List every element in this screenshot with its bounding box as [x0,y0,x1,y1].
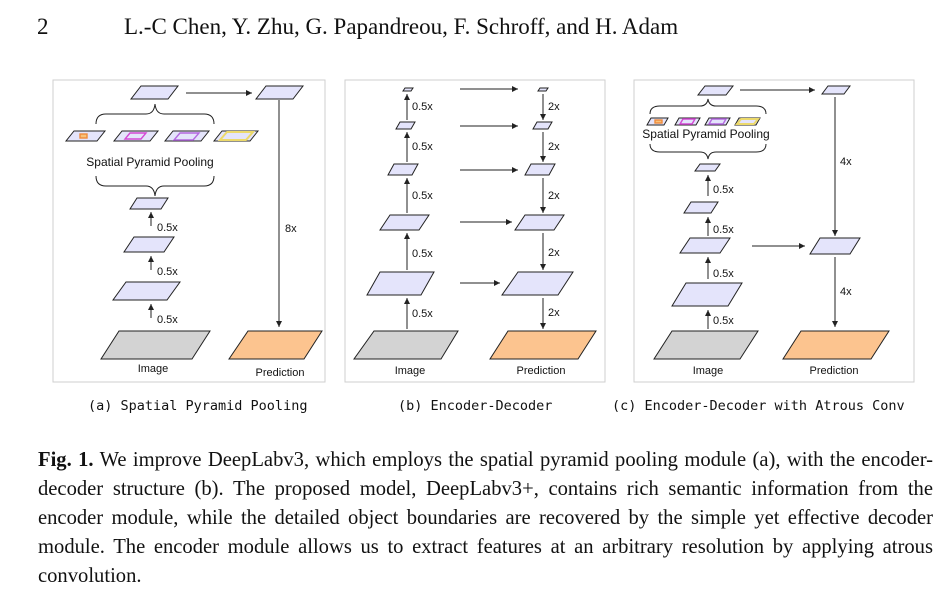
panel-c-feature-2 [683,201,719,214]
panel-c-upper-feature [821,85,851,95]
panel-a-feature-2 [123,236,175,253]
panel-a-pool-inner-1 [79,133,88,139]
panel-c-scale-1: 0.5x [713,184,734,196]
panel-b-down-scale-3: 0.5x [412,190,433,202]
panel-b-decoder-1 [537,87,549,92]
subcaption-a: (a) Spatial Pyramid Pooling [88,398,308,414]
subcaption-c: (c) Encoder-Decoder with Atrous Conv [612,398,905,414]
panel-a-prediction [228,330,323,360]
panel-c-spp-label: Spatial Pyramid Pooling [642,127,769,141]
panel-a-image-label: Image [138,363,169,375]
panel-c-image-label: Image [693,365,724,377]
panel-c-bottom-brace [649,143,767,160]
panel-c-prediction-label: Prediction [810,365,859,377]
panel-c-decoder-feature [809,237,861,255]
panel-a-prediction-label: Prediction [256,367,305,379]
panel-b-prediction [489,330,597,360]
figure-caption-text: We improve DeepLabv3, which employs the … [38,449,933,587]
panel-b-encoder-4 [379,214,430,231]
panel-a-upper-feature [254,85,305,100]
panel-c-upsample-label-2: 4x [840,286,852,298]
panel-a-scale-1: 0.5x [157,222,178,234]
panel-a-upsample-label: 8x [285,223,297,235]
panel-c-pool-inner-1 [654,119,663,124]
panel-c-feature-1 [694,163,721,172]
figure-caption: Fig. 1. We improve DeepLabv3, which empl… [38,446,933,591]
running-header-authors: L.-C Chen, Y. Zhu, G. Papandreou, F. Sch… [124,14,679,39]
panel-a-scale-3: 0.5x [157,314,178,326]
panel-b-encoder-3 [387,163,419,176]
panel-a-pool-inner-3 [172,132,201,141]
panel-c-frame [633,79,915,383]
panel-b-image-label: Image [395,365,426,377]
panel-b-image [353,330,459,360]
panel-a-pooled-feature [129,85,180,100]
panel-b-prediction-label: Prediction [517,365,566,377]
panel-a-top-brace [95,103,215,125]
panel-a-frame [52,79,326,383]
panel-c-prediction [782,330,890,360]
panel-b-encoder-2 [395,121,416,130]
panel-c-scale-2: 0.5x [713,224,734,236]
panel-b-decoder-3 [524,163,556,176]
panel-c-scale-4: 0.5x [713,315,734,327]
panel-c-top-brace [649,98,767,115]
panel-c-feature-3 [679,237,731,254]
panel-a-pool-inner-2 [123,132,148,140]
panel-b-down-scale-4: 0.5x [412,248,433,260]
page-number: 2 [37,14,49,39]
subcaption-b: (b) Encoder-Decoder [398,398,553,414]
figure-caption-label: Fig. 1. [38,449,94,471]
panel-b-frame [344,79,606,383]
panel-c-pool-inner-2 [678,118,697,125]
panel-a-image [100,330,211,360]
panel-a-bottom-brace [95,175,215,197]
panel-a-pool-inner-4 [217,131,256,141]
panel-c-pool-inner-4 [734,118,761,125]
panel-c-pool-inner-3 [707,118,728,125]
panel-b-up-scale-5: 2x [548,307,560,319]
panel-b-up-scale-2: 2x [548,141,560,153]
panel-b-down-scale-2: 0.5x [412,141,433,153]
panel-b-up-scale-1: 2x [548,101,560,113]
panel-b-down-scale-1: 0.5x [412,101,433,113]
panel-c-image [653,330,759,360]
panel-a-feature-1 [129,197,169,210]
panel-c-feature-4 [671,282,743,307]
panel-a-spp-label: Spatial Pyramid Pooling [86,155,213,169]
panel-c-scale-3: 0.5x [713,268,734,280]
panel-b-decoder-5 [501,271,574,296]
panel-a-scale-2: 0.5x [157,266,178,278]
panel-b-encoder-5 [366,271,435,296]
panel-b-up-scale-4: 2x [548,247,560,259]
panel-b-decoder-4 [514,214,565,231]
panel-b-encoder-1 [402,87,414,92]
panel-b-decoder-2 [532,121,553,130]
panel-b-up-scale-3: 2x [548,190,560,202]
panel-a-feature-3 [112,281,181,301]
panel-c-pooled-feature [696,85,735,96]
panel-b-down-scale-5: 0.5x [412,308,433,320]
panel-c-upsample-label-1: 4x [840,156,852,168]
